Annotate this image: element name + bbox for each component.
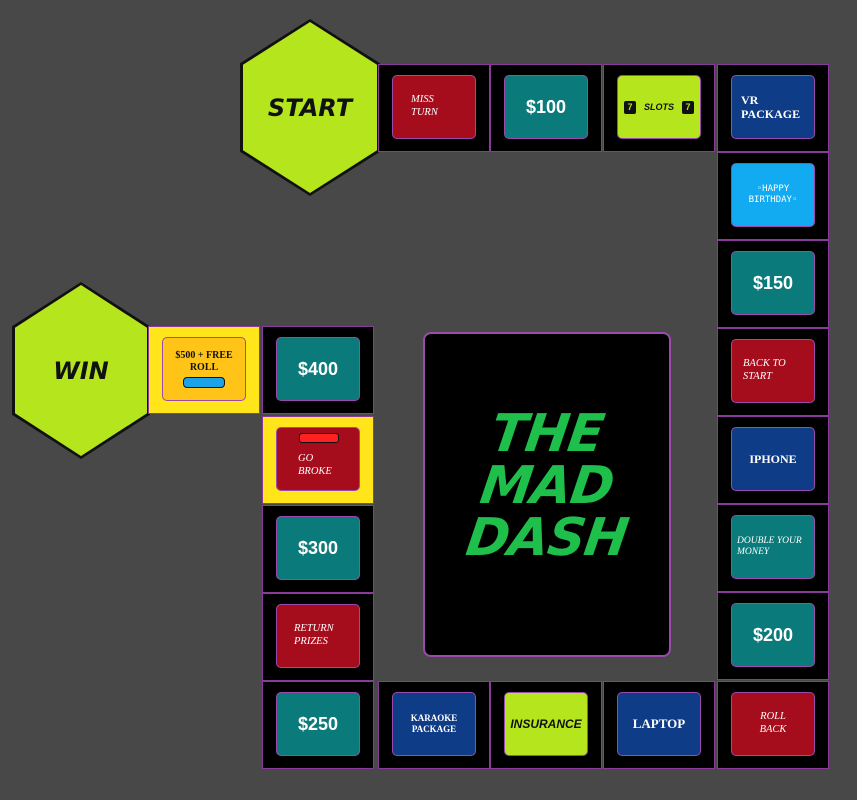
card-money-100: $100: [504, 75, 588, 139]
vr-package-label: VR PACKAGE: [741, 92, 801, 121]
space-free-roll[interactable]: $500 + FREE ROLL: [148, 326, 260, 414]
win-hexagon-fill: WIN: [15, 285, 147, 456]
iphone-label: IPHONE: [749, 451, 797, 466]
card-miss-turn: MISS TURN: [392, 75, 476, 139]
card-money-300: $300: [276, 516, 360, 580]
start-hexagon[interactable]: START: [240, 19, 380, 196]
card-money-200: $200: [731, 603, 815, 667]
seven-icon: 7: [682, 100, 694, 114]
money-300-label: $300: [297, 537, 339, 558]
return-prizes-label: RETURN PRIZES: [294, 623, 334, 647]
space-money-200[interactable]: $200: [717, 592, 829, 680]
slots-label: SLOTS: [643, 102, 674, 112]
money-100-label: $100: [525, 96, 567, 117]
win-label: WIN: [53, 356, 109, 385]
space-roll-back[interactable]: ROLL BACK: [717, 681, 829, 769]
card-iphone: IPHONE: [731, 427, 815, 491]
space-karaoke-package[interactable]: KARAOKE PACKAGE: [378, 681, 490, 769]
roll-back-label: ROLL BACK: [759, 711, 787, 735]
card-vr-package: VR PACKAGE: [731, 75, 815, 139]
space-return-prizes[interactable]: RETURN PRIZES: [262, 593, 374, 681]
space-iphone[interactable]: IPHONE: [717, 416, 829, 504]
balloon-icon: ◦: [756, 184, 763, 195]
center-logo-board: THE MAD DASH: [423, 332, 671, 657]
card-laptop: LAPTOP: [617, 692, 701, 756]
free-roll-label: $500 + FREE ROLL: [175, 350, 233, 373]
card-happy-birthday: ◦HAPPY BIRTHDAY◦: [731, 163, 815, 227]
logo-line-mad: MAD: [476, 456, 618, 516]
win-hexagon[interactable]: WIN: [12, 282, 150, 459]
card-return-prizes: RETURN PRIZES: [276, 604, 360, 668]
miss-turn-label: MISS TURN: [411, 94, 438, 118]
card-money-150: $150: [731, 251, 815, 315]
insurance-label: INSURANCE: [510, 717, 582, 731]
space-laptop[interactable]: LAPTOP: [603, 681, 715, 769]
card-slots: 7 SLOTS 7: [617, 75, 701, 139]
space-money-250[interactable]: $250: [262, 681, 374, 769]
card-back-to-start: BACK TO START: [731, 339, 815, 403]
space-back-to-start[interactable]: BACK TO START: [717, 328, 829, 416]
happy-birthday-label: ◦HAPPY BIRTHDAY◦: [738, 184, 808, 206]
start-hexagon-fill: START: [243, 22, 377, 193]
red-button-icon: [299, 433, 339, 443]
space-money-300[interactable]: $300: [262, 505, 374, 593]
start-label: START: [267, 93, 353, 122]
space-money-100[interactable]: $100: [490, 64, 602, 152]
money-400-label: $400: [297, 358, 339, 379]
laptop-label: LAPTOP: [632, 716, 686, 732]
logo-line-the: THE: [487, 404, 607, 464]
card-go-broke: GO BROKE: [276, 427, 360, 491]
space-money-400[interactable]: $400: [262, 326, 374, 414]
space-go-broke[interactable]: GO BROKE: [262, 416, 374, 504]
logo-line-dash: DASH: [462, 508, 632, 568]
card-money-400: $400: [276, 337, 360, 401]
card-double-your-money: DOUBLE YOUR MONEY: [731, 515, 815, 579]
karaoke-package-label: KARAOKE PACKAGE: [410, 713, 458, 734]
money-250-label: $250: [297, 713, 339, 734]
space-double-your-money[interactable]: DOUBLE YOUR MONEY: [717, 504, 829, 592]
back-to-start-label: BACK TO START: [743, 358, 786, 382]
seven-icon: 7: [623, 100, 636, 114]
space-vr-package[interactable]: VR PACKAGE: [717, 64, 829, 152]
space-slots[interactable]: 7 SLOTS 7: [603, 64, 715, 152]
card-insurance: INSURANCE: [504, 692, 588, 756]
space-happy-birthday[interactable]: ◦HAPPY BIRTHDAY◦: [717, 152, 829, 240]
slots-row: 7 SLOTS 7: [623, 100, 694, 114]
happy-birthday-text: HAPPY BIRTHDAY: [748, 184, 792, 205]
double-your-money-label: DOUBLE YOUR MONEY: [737, 535, 802, 557]
space-miss-turn[interactable]: MISS TURN: [378, 64, 490, 152]
money-200-label: $200: [752, 624, 794, 645]
blue-button-icon: [183, 377, 225, 388]
card-money-250: $250: [276, 692, 360, 756]
card-roll-back: ROLL BACK: [731, 692, 815, 756]
go-broke-label: GO BROKE: [298, 453, 332, 477]
balloon-icon: ◦: [791, 195, 798, 205]
card-karaoke-package: KARAOKE PACKAGE: [392, 692, 476, 756]
card-free-roll: $500 + FREE ROLL: [162, 337, 246, 401]
space-insurance[interactable]: INSURANCE: [490, 681, 602, 769]
money-150-label: $150: [752, 272, 794, 293]
space-money-150[interactable]: $150: [717, 240, 829, 328]
